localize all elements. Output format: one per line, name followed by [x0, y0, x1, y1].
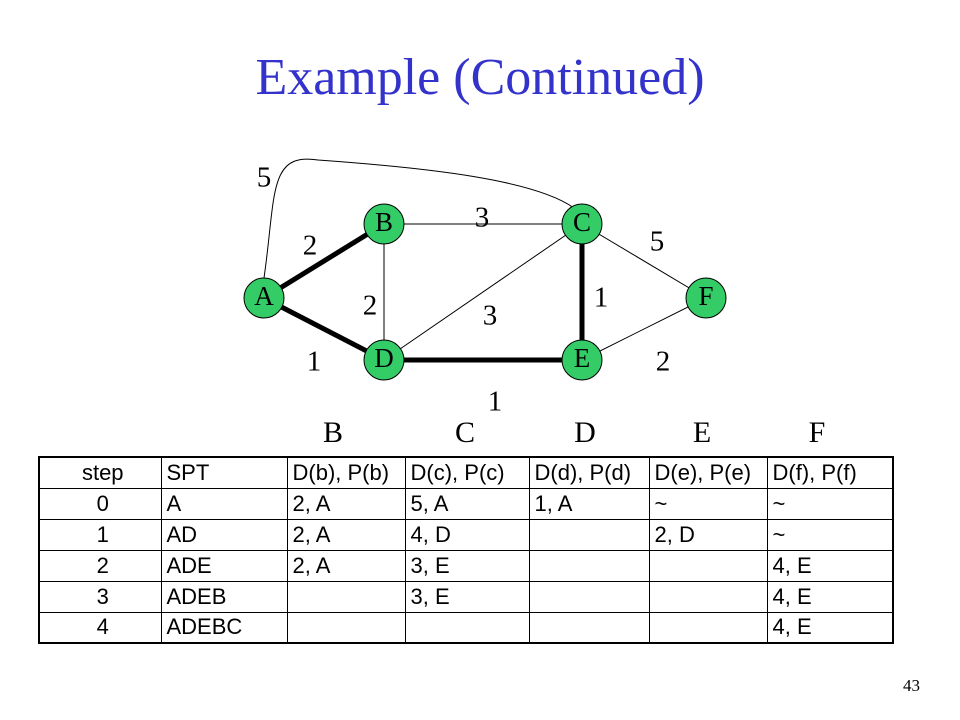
node-label: B — [375, 207, 393, 237]
table-cell — [648, 611, 768, 644]
table-cell: ~ — [766, 518, 894, 551]
table-cell — [648, 549, 768, 582]
spt-table: step SPT D(b), P(b) D(c), P(c) D(d), P(d… — [38, 456, 894, 644]
table-cell: 3, E — [404, 549, 530, 582]
table-cell: ADEBC — [160, 611, 288, 644]
edge-weight-D-C: 3 — [483, 300, 498, 332]
header-cell: D(b), P(b) — [286, 456, 406, 489]
header-cell: D(e), P(e) — [648, 456, 768, 489]
table-cell — [648, 580, 768, 613]
node-label: C — [573, 207, 591, 237]
table-cell: 1 — [38, 518, 162, 551]
node-circle — [363, 203, 405, 245]
slide-title: Example (Continued) — [255, 49, 705, 106]
node-circle — [561, 339, 603, 381]
table-row: 1 AD 2, A 4, D 2, D ~ — [38, 518, 894, 551]
edge-weight-C-F: 5 — [650, 226, 665, 258]
table-row: 2 ADE 2, A 3, E 4, E — [38, 549, 894, 582]
column-letter: D — [574, 416, 596, 449]
table-cell: 5, A — [404, 487, 530, 520]
table-cell: 4, D — [404, 518, 530, 551]
edge-weight-A-B: 2 — [303, 230, 318, 262]
table-cell: 4 — [38, 611, 162, 644]
table-cell: 4, E — [766, 611, 894, 644]
header-cell: D(f), P(f) — [766, 456, 894, 489]
node-circle — [561, 203, 603, 245]
edge-weight-D-E: 1 — [488, 386, 503, 418]
table-cell: 3 — [38, 580, 162, 613]
edge-C-F — [581, 223, 707, 299]
edge-A-D — [262, 295, 386, 363]
column-letter: C — [454, 416, 475, 449]
node-F: F — [685, 277, 727, 319]
node-circle — [243, 277, 285, 319]
table-cell — [404, 611, 530, 644]
table-cell — [528, 518, 650, 551]
node-B: B — [363, 203, 405, 245]
table-cell — [528, 580, 650, 613]
table-cell: ADE — [160, 549, 288, 582]
table-cell: 4, E — [766, 580, 894, 613]
node-E: E — [561, 339, 603, 381]
node-circle — [363, 339, 405, 381]
table-cell — [286, 580, 406, 613]
header-cell: D(c), P(c) — [404, 456, 530, 489]
edge-weight-B-C: 3 — [475, 202, 490, 234]
header-cell: step — [38, 456, 162, 489]
node-label: F — [698, 281, 713, 311]
table-cell — [286, 611, 406, 644]
node-D: D — [363, 339, 405, 381]
table-cell: 4, E — [766, 549, 894, 582]
header-cell: D(d), P(d) — [528, 456, 650, 489]
edge-weight-B-D: 2 — [363, 290, 378, 322]
column-letter: F — [808, 416, 826, 449]
table-cell: ~ — [648, 487, 768, 520]
edge-A-B — [262, 221, 386, 301]
edge-A-C — [263, 158, 575, 279]
table-header-row: step SPT D(b), P(b) D(c), P(c) D(d), P(d… — [38, 456, 894, 489]
edge-D-C — [383, 223, 583, 361]
table-row: 0 A 2, A 5, A 1, A ~ ~ — [38, 487, 894, 520]
table-cell: ADEB — [160, 580, 288, 613]
header-cell: SPT — [160, 456, 288, 489]
table-cell: AD — [160, 518, 288, 551]
node-label: D — [374, 343, 394, 373]
graph-diagram: A B C D E F 2 1 5 3 2 3 1 1 5 2 — [243, 158, 727, 418]
table-cell — [528, 611, 650, 644]
table-cell — [528, 549, 650, 582]
table-cell: 1, A — [528, 487, 650, 520]
node-label: A — [254, 281, 274, 311]
table-row: 4 ADEBC 4, E — [38, 611, 894, 644]
table-cell: 3, E — [404, 580, 530, 613]
node-A: A — [243, 277, 285, 319]
table-cell: 0 — [38, 487, 162, 520]
column-letters: B C D E F — [0, 416, 960, 456]
edge-E-F — [581, 297, 707, 361]
column-letter: E — [692, 416, 712, 449]
node-C: C — [561, 203, 603, 245]
edge-weight-C-E: 1 — [594, 282, 609, 314]
column-letter: B — [322, 416, 343, 449]
table-cell: 2, A — [286, 549, 406, 582]
table-cell: 2 — [38, 549, 162, 582]
edge-weight-A-D: 1 — [307, 346, 322, 378]
table-cell: A — [160, 487, 288, 520]
node-label: E — [574, 343, 591, 373]
table-cell: ~ — [766, 487, 894, 520]
table-cell: 2, A — [286, 518, 406, 551]
table-cell: 2, A — [286, 487, 406, 520]
table-cell: 2, D — [648, 518, 768, 551]
table-row: 3 ADEB 3, E 4, E — [38, 580, 894, 613]
edge-weight-E-F: 2 — [656, 346, 671, 378]
page-number: 43 — [903, 676, 920, 695]
node-circle — [685, 277, 727, 319]
edge-weight-A-C: 5 — [257, 162, 272, 194]
